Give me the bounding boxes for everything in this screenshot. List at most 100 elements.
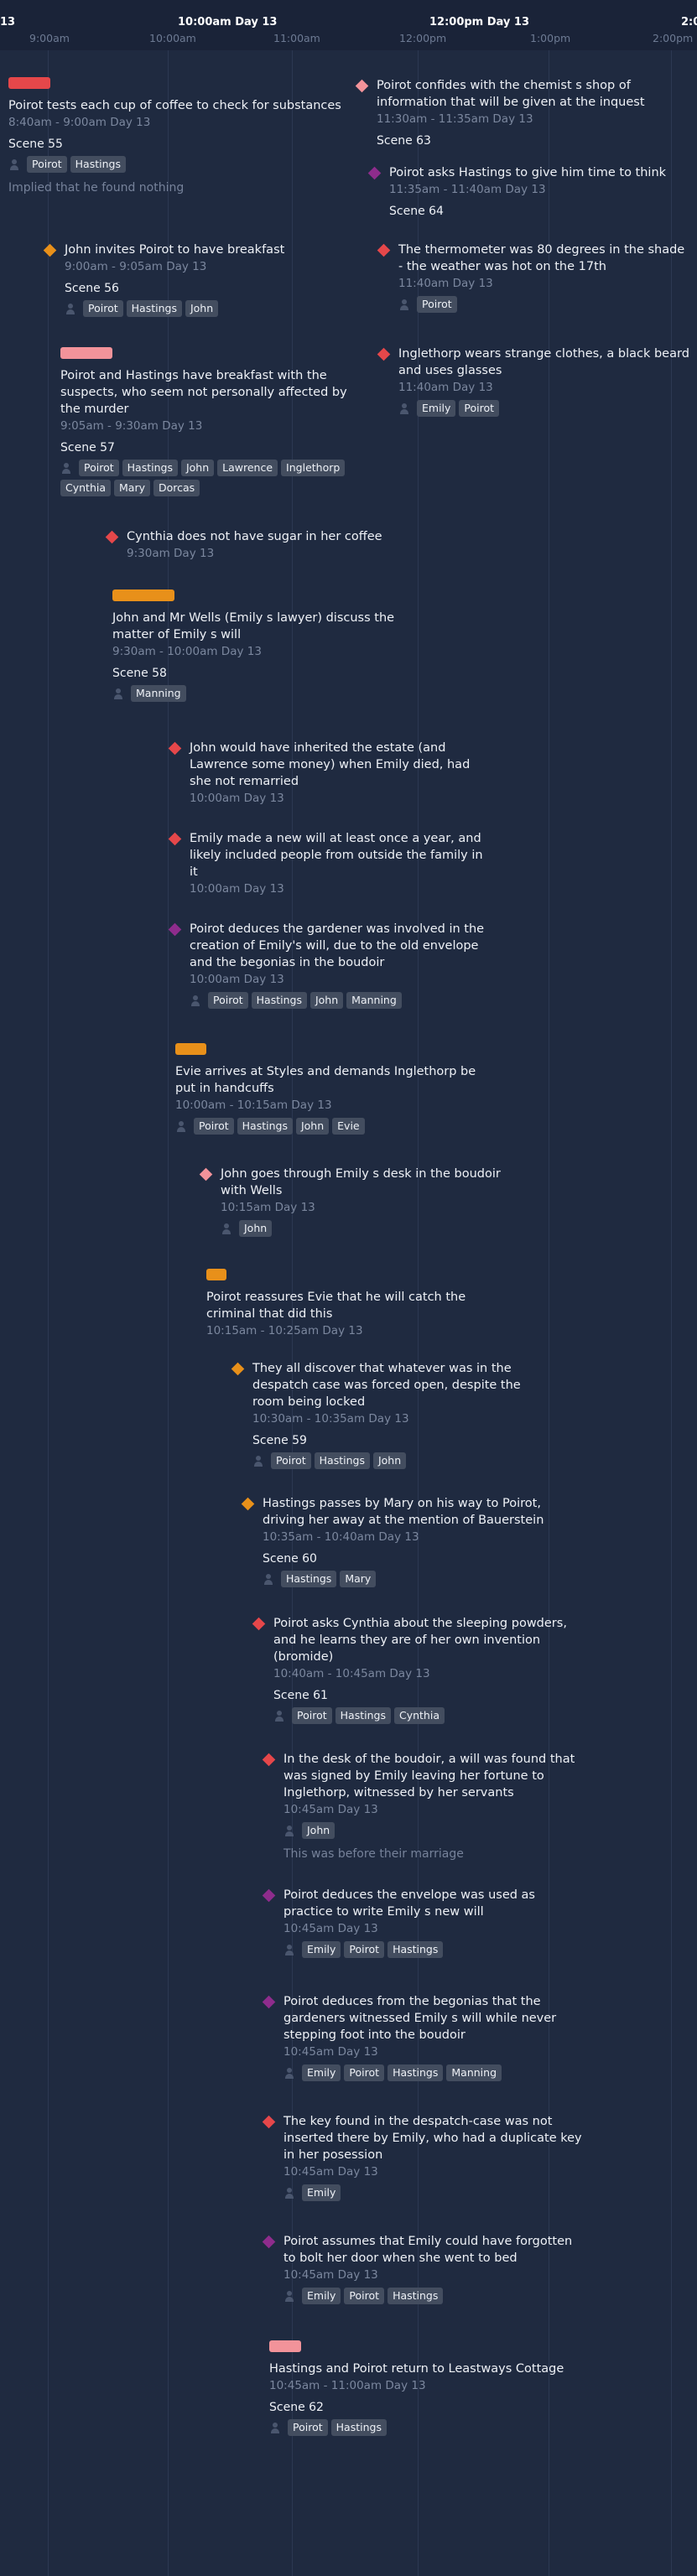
participant-tag[interactable]: John [372,1452,407,1469]
timeline-event[interactable]: Poirot deduces the gardener was involved… [168,921,489,1009]
event-duration-bar[interactable] [8,77,50,89]
timeline-event[interactable]: Poirot confides with the chemist s shop … [355,77,693,148]
event-duration-bar[interactable] [269,2340,301,2352]
timeline-event[interactable]: Cynthia does not have sugar in her coffe… [105,528,426,561]
participant-tag[interactable]: Hastings [335,1707,391,1724]
diamond-marker-icon[interactable] [231,1362,245,1376]
timeline-event[interactable]: John would have inherited the estate (an… [168,740,489,806]
participant-tag[interactable]: Poirot [271,1452,311,1469]
participant-tag[interactable]: Dorcas [153,480,200,496]
diamond-marker-icon[interactable] [262,2115,276,2129]
participant-tag[interactable]: Hastings [126,300,182,317]
event-duration-bar[interactable] [112,589,174,601]
timeline-event[interactable]: Poirot tests each cup of coffee to check… [8,77,361,195]
participant-tag[interactable]: Emily [302,1941,341,1958]
participant-tag[interactable]: Manning [346,992,402,1009]
participant-tag[interactable]: Poirot [344,2288,385,2304]
participant-tag[interactable]: Poirot [208,992,248,1009]
diamond-marker-icon[interactable] [262,1888,276,1903]
timeline-event[interactable]: They all discover that whatever was in t… [231,1360,552,1469]
participant-tag[interactable]: Poirot [27,156,67,173]
participant-tag[interactable]: Manning [446,2064,502,2081]
participant-tag[interactable]: Evie [332,1118,365,1135]
diamond-marker-icon[interactable] [252,1617,266,1631]
timeline-event[interactable]: Poirot deduces the envelope was used as … [262,1887,583,1958]
participant-tag[interactable]: Inglethorp [281,460,346,476]
diamond-marker-icon[interactable] [168,922,182,937]
participant-tag[interactable]: John [309,992,344,1009]
diamond-marker-icon[interactable] [377,347,391,361]
participant-tag[interactable]: John [239,1220,273,1237]
participant-tag[interactable]: Hastings [237,1118,293,1135]
timeline-event[interactable]: Hastings passes by Mary on his way to Po… [241,1495,562,1587]
diamond-marker-icon[interactable] [241,1497,255,1511]
diamond-marker-icon[interactable] [105,530,119,544]
participant-tag[interactable]: John [185,300,219,317]
timeline-event[interactable]: Poirot deduces from the begonias that th… [262,1993,583,2081]
timeline-event[interactable]: Poirot asks Cynthia about the sleeping p… [252,1615,573,1724]
diamond-marker-icon[interactable] [43,243,57,257]
participant-tag[interactable]: John [180,460,215,476]
participant-tag[interactable]: Poirot [292,1707,332,1724]
timeline-event[interactable]: Inglethorp wears strange clothes, a blac… [377,345,693,417]
participant-tag[interactable]: John [302,1822,335,1839]
event-duration-bar[interactable] [206,1269,226,1280]
participant-tag[interactable]: Poirot [288,2419,328,2436]
participant-tag[interactable]: Mary [340,1571,377,1587]
event-text: John goes through Emily s desk in the bo… [221,1166,520,1215]
timeline-event[interactable]: Emily made a new will at least once a ye… [168,830,489,896]
participant-tag[interactable]: Manning [131,685,186,702]
participant-tag[interactable]: Hastings [388,1941,444,1958]
timeline-event[interactable]: John and Mr Wells (Emily s lawyer) discu… [112,589,414,702]
diamond-marker-icon[interactable] [355,79,369,93]
diamond-marker-icon[interactable] [168,741,182,756]
participant-tag[interactable]: Hastings [281,1571,337,1587]
timeline-event[interactable]: John goes through Emily s desk in the bo… [199,1166,520,1237]
timeline-event[interactable]: Poirot and Hastings have breakfast with … [60,347,362,496]
timeline-event[interactable]: The key found in the despatch-case was n… [262,2113,583,2201]
participant-tag[interactable]: Poirot [417,296,457,313]
event-duration-bar[interactable] [60,347,112,359]
diamond-marker-icon[interactable] [367,166,382,180]
participant-tag[interactable]: Cynthia [60,480,112,496]
diamond-marker-icon[interactable] [262,2235,276,2249]
participant-tag[interactable]: Emily [302,2288,341,2304]
timeline-event[interactable]: Evie arrives at Styles and demands Ingle… [175,1043,477,1135]
participant-tag[interactable]: Hastings [388,2288,444,2304]
diamond-marker-icon[interactable] [377,243,391,257]
participant-tag[interactable]: Poirot [344,1941,385,1958]
timeline-event[interactable]: The thermometer was 80 degrees in the sh… [377,242,693,313]
timeline-event[interactable]: Poirot assumes that Emily could have for… [262,2233,583,2304]
participant-tag[interactable]: Poirot [194,1118,234,1135]
participant-tag[interactable]: Hastings [314,1452,370,1469]
timeline-event[interactable]: Poirot asks Hastings to give him time to… [367,164,693,218]
participant-tag[interactable]: Hastings [122,460,178,476]
participant-tag[interactable]: Poirot [344,2064,385,2081]
participant-tag[interactable]: John [295,1118,330,1135]
participant-tag[interactable]: Lawrence [217,460,278,476]
timeline-event[interactable]: Poirot reassures Evie that he will catch… [206,1269,508,1338]
diamond-marker-icon[interactable] [262,1995,276,2009]
participant-tag[interactable]: Poirot [83,300,123,317]
participant-tag[interactable]: Hastings [330,2419,387,2436]
participant-tag[interactable]: Hastings [251,992,307,1009]
diamond-marker-icon[interactable] [168,832,182,846]
participant-tag[interactable]: Emily [417,400,456,417]
participant-tag[interactable]: Poirot [79,460,119,476]
timeline-event[interactable]: In the desk of the boudoir, a will was f… [262,1751,583,1861]
timeline-event[interactable]: Hastings and Poirot return to Leastways … [269,2340,571,2436]
event-title: Emily made a new will at least once a ye… [190,832,483,879]
participant-tag[interactable]: Emily [302,2064,341,2081]
participant-tag[interactable]: Mary [114,480,150,496]
event-body: John and Mr Wells (Emily s lawyer) discu… [112,610,414,659]
diamond-marker-icon[interactable] [199,1167,213,1182]
participant-tag[interactable]: Cynthia [393,1707,445,1724]
participant-tag[interactable]: Hastings [388,2064,444,2081]
participant-tag[interactable]: Hastings [70,156,126,173]
diamond-marker-icon[interactable] [262,1753,276,1767]
event-duration-bar[interactable] [175,1043,206,1055]
participant-tag[interactable]: Emily [302,2184,341,2201]
participant-tag[interactable]: Poirot [459,400,500,417]
